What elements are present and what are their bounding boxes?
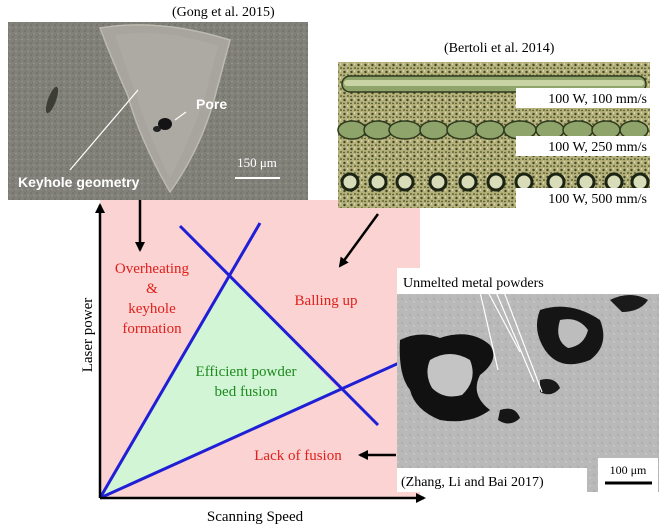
gong-citation: (Gong et al. 2015) [172,5,275,20]
svg-text:Efficient powder: Efficient powder [196,364,297,380]
svg-text:formation: formation [122,321,182,337]
lack-of-fusion-micrograph: Unmelted metal powders (Zhang, Li and Ba… [397,268,659,492]
keyhole-geometry-label: Keyhole geometry [18,174,140,190]
track-3-label: 100 W, 500 mm/s [548,192,647,207]
keyhole-micrograph: Pore Keyhole geometry 150 μm [8,22,308,200]
bertoli-citation: (Bertoli et al. 2014) [444,41,555,56]
arrow-balling-to-region [338,213,380,268]
efficient-fusion-region [100,276,338,498]
balling-boundary-line [178,224,380,427]
overheating-label: Overheating & keyhole formation [115,261,190,337]
overheating-boundary-line [98,222,262,499]
unmelted-powders-label: Unmelted metal powders [403,276,544,291]
track-1-label: 100 W, 100 mm/s [548,92,647,107]
svg-text:Overheating: Overheating [115,261,190,277]
lack-of-fusion-boundary-line [99,356,411,500]
lack-of-fusion-label: Lack of fusion [254,448,342,464]
pore [158,118,172,130]
y-axis-label: Laser power [80,298,96,373]
lof-scale-bar-label: 100 μm [610,463,647,477]
svg-text:bed fusion: bed fusion [215,384,278,400]
scale-bar-label: 150 μm [237,155,277,170]
balling-up-label: Balling up [295,293,358,309]
zhang-citation: (Zhang, Li and Bai 2017) [401,475,544,490]
svg-text:keyhole: keyhole [128,301,176,317]
svg-text:&: & [146,281,158,297]
pore-label: Pore [196,96,227,112]
balling-micrograph: 100 W, 100 mm/s 100 W, 250 mm/s 100 W, 5… [337,62,650,208]
x-axis-label: Scanning Speed [207,509,304,525]
track-2-label: 100 W, 250 mm/s [548,140,647,155]
efficient-fusion-label: Efficient powder bed fusion [196,364,297,400]
